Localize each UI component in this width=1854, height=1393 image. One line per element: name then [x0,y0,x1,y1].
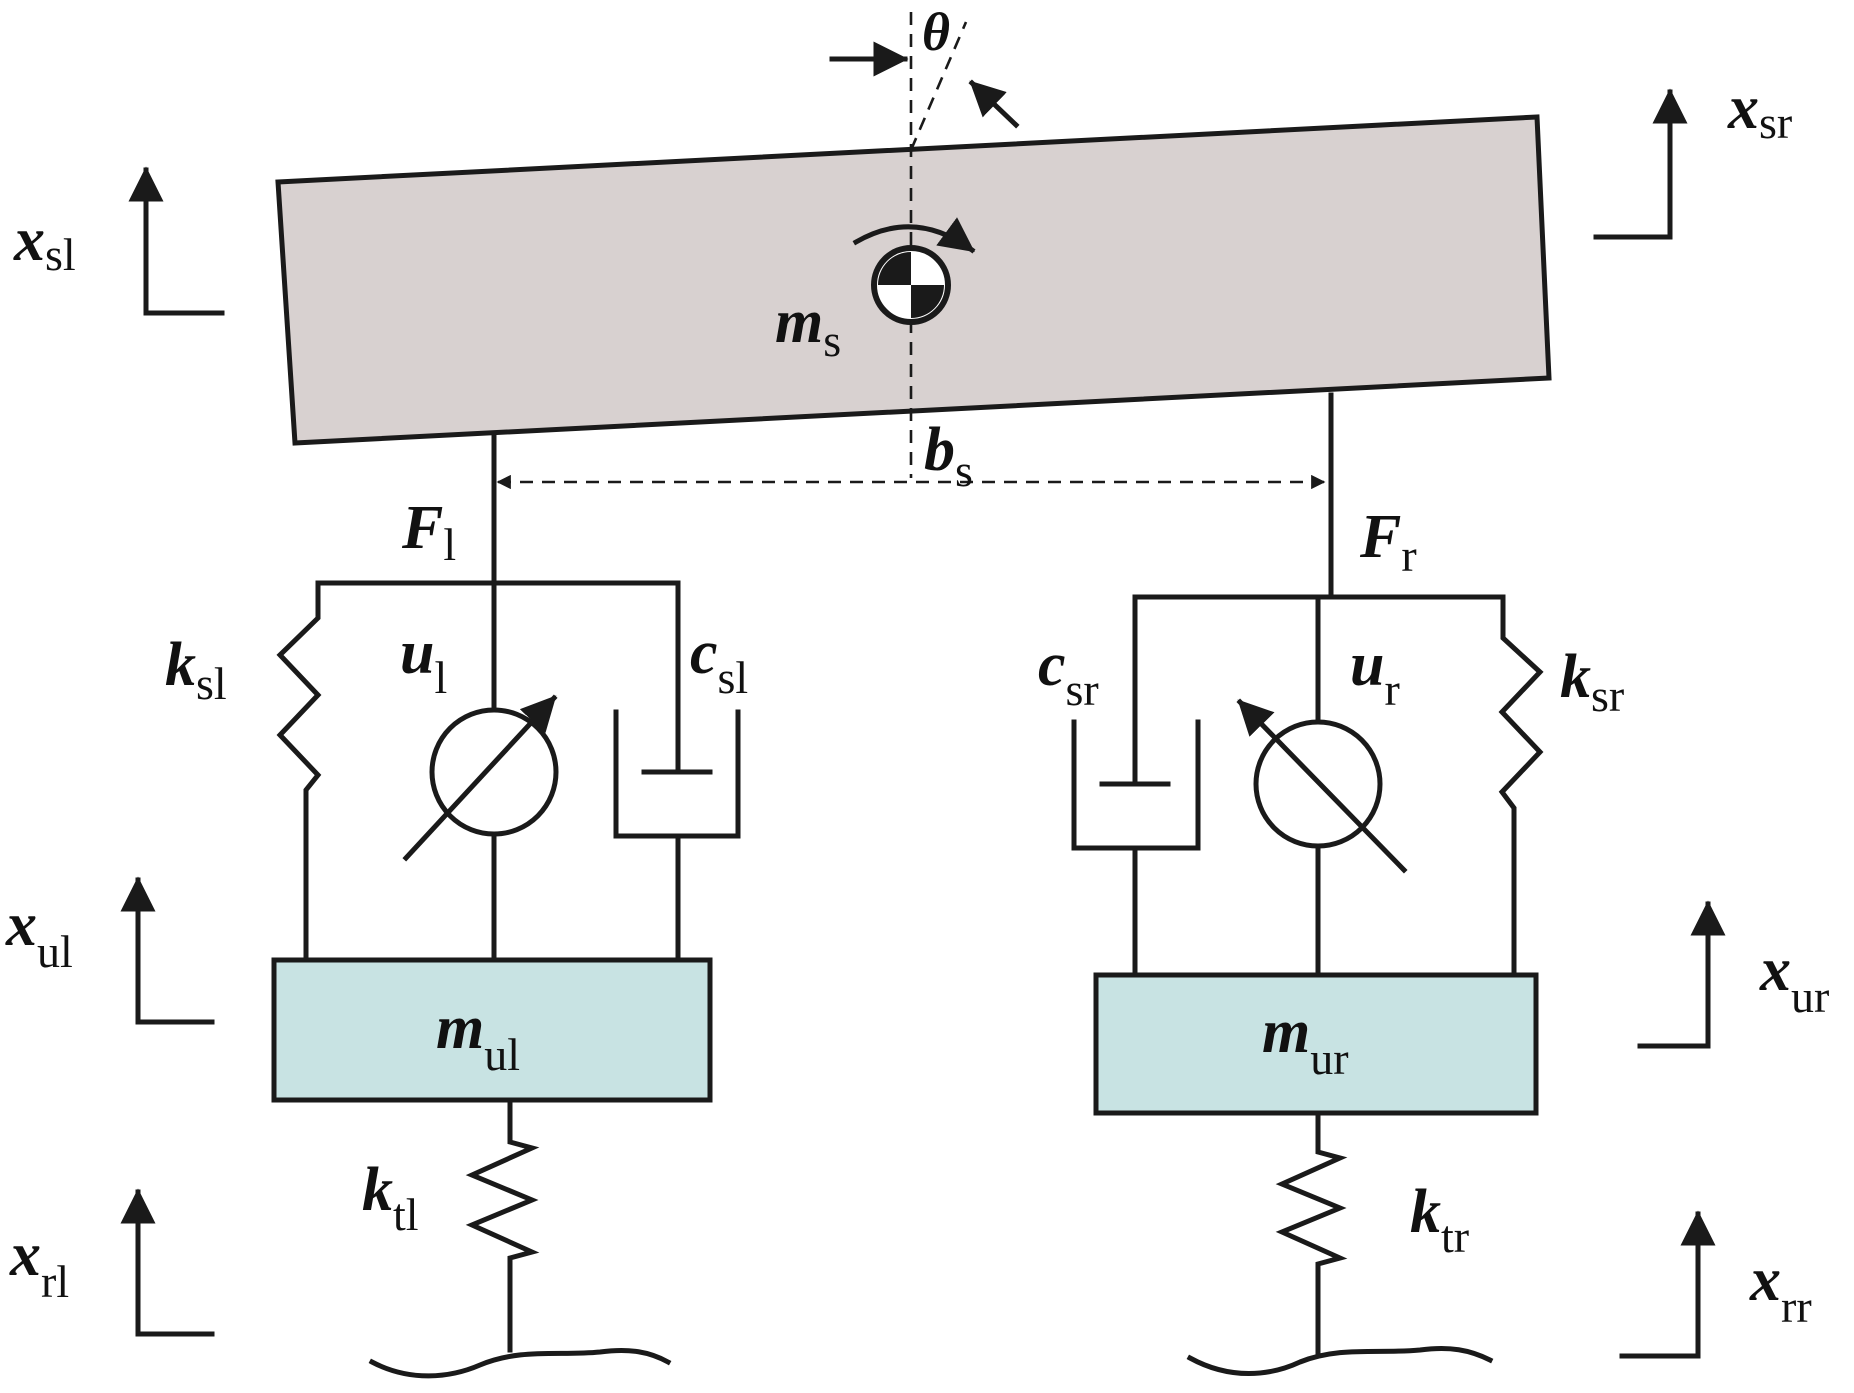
x-rl-axis-arrow [120,1188,215,1337]
label-m-s: ms [775,288,841,366]
x-ul-axis-arrow [120,876,215,1025]
label-m-ur: mur [1262,998,1349,1084]
label-c-sl: csl [690,619,748,703]
label-k-sr: ksr [1560,643,1624,721]
label-k-sl: ksl [165,631,227,709]
label-x-ur: xur [1759,936,1829,1022]
right-suspension-spring [1498,594,1544,978]
left-unsprung-mass [271,957,713,1103]
x-sr-axis-arrow [1593,88,1688,240]
label-m-ul: mul [436,994,520,1080]
right-suspension [1071,392,1544,978]
right-unsprung-mass [1093,972,1539,1116]
label-x-sr: xsr [1727,74,1792,148]
rotation-arrow-icon [852,217,976,254]
right-actuator-arrow [1236,698,1408,874]
label-theta: θ [922,2,950,62]
left-suspension [276,434,741,963]
label-x-rl: xrl [9,1221,69,1307]
x-rr-axis-arrow [1619,1210,1716,1359]
theta-arrow-right [968,79,1020,129]
label-u-r: ur [1350,631,1400,715]
label-f-r: Fr [1359,503,1417,581]
label-x-rr: xrr [1749,1246,1812,1332]
left-suspension-spring [276,580,322,963]
label-k-tr: ktr [1410,1178,1469,1262]
x-ur-axis-arrow [1637,900,1726,1049]
center-of-gravity-icon [871,245,951,325]
label-b-s: bs [924,416,973,496]
right-road-profile [1186,1345,1494,1376]
label-x-sl: xsl [13,206,76,280]
right-tire-spring [1275,1110,1348,1355]
left-road-profile [368,1347,672,1379]
label-f-l: Fl [401,494,456,570]
left-actuator-icon [429,707,559,837]
label-c-sr: csr [1038,631,1099,715]
left-actuator-arrow [402,694,558,862]
label-k-tl: ktl [362,1156,419,1240]
label-x-ul: xul [5,891,73,977]
left-tire-spring [465,1097,540,1353]
label-u-l: ul [400,619,447,703]
body-normal-line [909,21,968,151]
x-sl-axis-arrow [128,166,225,316]
